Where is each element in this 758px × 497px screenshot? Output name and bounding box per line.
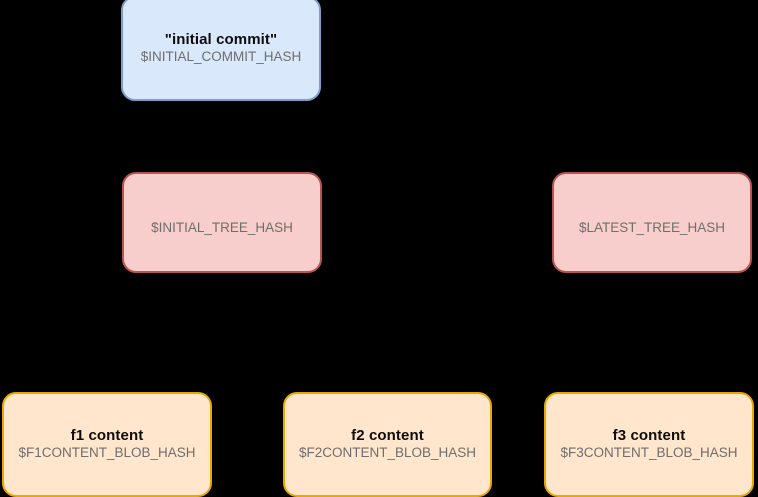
- node-hash: $F2CONTENT_BLOB_HASH: [298, 445, 477, 461]
- node-title: f2 content: [351, 426, 424, 444]
- node-title: "initial commit": [164, 30, 278, 48]
- node-title: f1 content: [70, 426, 144, 444]
- node-initial-commit[interactable]: "initial commit" $INITIAL_COMMIT_HASH: [121, 0, 321, 101]
- node-initial-tree[interactable]: $INITIAL_TREE_HASH: [122, 172, 322, 273]
- node-latest-tree[interactable]: $LATEST_TREE_HASH: [552, 172, 752, 273]
- node-f2-blob[interactable]: f2 content $F2CONTENT_BLOB_HASH: [283, 392, 492, 497]
- node-f1-blob[interactable]: f1 content $F1CONTENT_BLOB_HASH: [2, 392, 212, 497]
- node-hash: $F1CONTENT_BLOB_HASH: [18, 445, 196, 461]
- node-title: f3 content: [612, 426, 686, 444]
- node-hash: $INITIAL_COMMIT_HASH: [140, 49, 302, 65]
- node-hash: $INITIAL_TREE_HASH: [151, 220, 293, 236]
- node-hash: $LATEST_TREE_HASH: [578, 220, 726, 236]
- node-f3-blob[interactable]: f3 content $F3CONTENT_BLOB_HASH: [544, 392, 754, 497]
- node-hash: $F3CONTENT_BLOB_HASH: [560, 445, 738, 461]
